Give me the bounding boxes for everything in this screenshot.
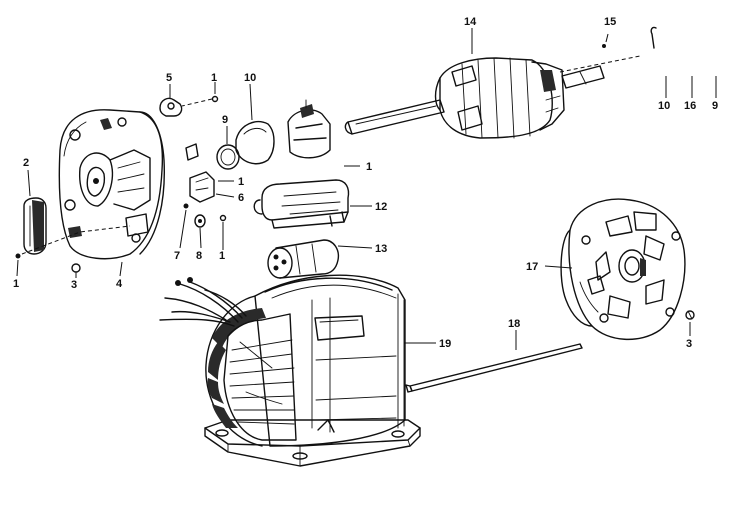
callout-9: 9 [222,114,228,126]
callout-16: 16 [684,100,696,112]
callout-18: 18 [508,318,520,330]
callout-17: 17 [526,261,538,273]
part-hardware [15,95,227,273]
callout-14: 14 [464,16,477,28]
part-insulator-disk [235,121,275,165]
callout-12: 12 [375,201,387,213]
callout-labels: 1 2 3 4 5 1 9 10 1 1 6 7 8 1 12 13 14 15… [13,16,718,350]
callout-15: 15 [604,16,616,28]
part-motor-frame [159,274,421,467]
callout-3: 3 [686,338,692,350]
part-screw-right [685,310,695,320]
callout-1: 1 [211,72,217,84]
part-rotor [344,57,605,139]
callout-6: 6 [238,192,244,204]
callout-5: 5 [166,72,172,84]
part-rear-end-bell [560,198,686,341]
callout-2: 2 [23,157,29,169]
callout-19: 19 [439,338,451,350]
leader-lines [16,28,717,350]
callout-1: 1 [219,250,225,262]
part-o-ring [216,144,240,170]
callout-10: 10 [658,100,670,112]
callout-4: 4 [116,278,123,290]
part-run-capacitor [267,239,340,279]
part-key [602,26,657,49]
callout-10: 10 [244,72,256,84]
callout-1: 1 [238,176,244,188]
part-through-bolt [405,343,583,393]
callout-9: 9 [712,100,718,112]
part-centrifugal-switch [287,99,331,159]
part-front-end-bell [58,109,165,260]
part-cover-plate [23,197,47,255]
callout-1: 1 [13,278,19,290]
part-clamp [159,97,183,117]
callout-1: 1 [366,161,372,173]
callout-8: 8 [196,250,202,262]
callout-7: 7 [174,250,180,262]
part-switch-bracket [185,143,215,203]
callout-13: 13 [375,243,387,255]
part-capacitor [253,179,350,229]
callout-3: 3 [71,279,77,291]
